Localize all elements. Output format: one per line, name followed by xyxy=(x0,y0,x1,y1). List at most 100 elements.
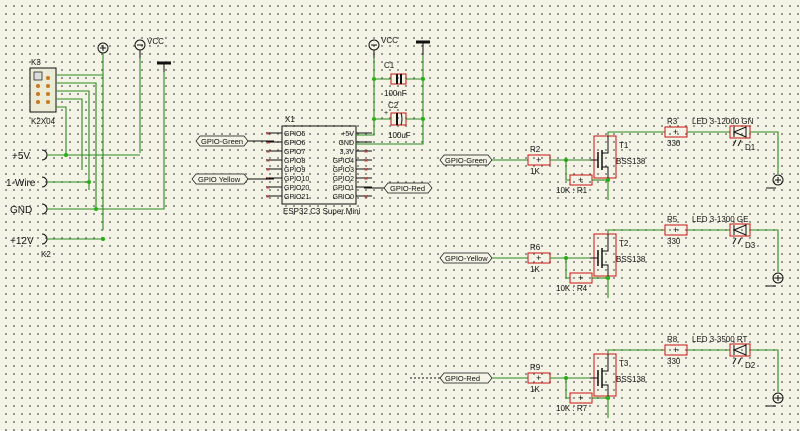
mcu-pin-right-5[interactable]: ×GPIO2 xyxy=(333,176,372,183)
diode-ref: D1 xyxy=(745,143,756,152)
k3-wiring xyxy=(56,74,104,230)
ground-symbol-1 xyxy=(97,42,109,75)
mcu-pin-left-gpio21[interactable]: ×GPIO21 xyxy=(266,194,309,201)
mcu-pin-right-7[interactable]: × GPIO0 xyxy=(333,194,372,201)
mcu-pin-left-gpio20[interactable]: ×GPIO20 xyxy=(266,185,309,192)
mcu-pin-label: GPIO9 xyxy=(284,167,306,174)
mcu-pin-label: GPIO1 xyxy=(333,185,355,192)
mcu-x1[interactable]: X1 ESP32 C3 Super.Mini ×GPIO5×GPIO6×GPIO… xyxy=(266,115,372,216)
supply-wiring xyxy=(356,55,425,145)
svg-text:C2: C2 xyxy=(388,101,399,110)
mcu-pin-right-2[interactable]: ×3,3V xyxy=(340,149,372,156)
led-diode[interactable]: D2 xyxy=(729,343,756,370)
k2-pin-5v: +5V xyxy=(12,151,30,162)
mcu-pin-left-gpio7[interactable]: ×GPIO7 xyxy=(266,149,306,156)
svg-text:×: × xyxy=(266,131,270,138)
led-label: LED 3-12000 GN xyxy=(692,117,754,126)
led-label: LED 3-1300 GE xyxy=(692,215,748,224)
resistor-pulldown-label: 10K : R1 xyxy=(556,186,588,195)
channel-netlabel[interactable]: GPIO-Green xyxy=(439,154,493,166)
svg-text:100nF: 100nF xyxy=(384,89,407,98)
svg-text:GPIO-Green: GPIO-Green xyxy=(201,137,243,146)
mcu-pin-right-6[interactable]: GPIO1 xyxy=(333,185,372,192)
netlabel-gpio-green-in[interactable]: GPIO-Green xyxy=(195,135,274,147)
mcu-pin-left-gpio6[interactable]: × GPIO6 xyxy=(266,140,306,147)
k3-ref: K3 xyxy=(31,58,41,67)
svg-text:×: × xyxy=(266,194,270,201)
resistor-symbol: + xyxy=(578,393,583,403)
mcu-pin-label: GPIO10 xyxy=(284,176,309,183)
resistor-pulldown[interactable]: +10K : R7 xyxy=(556,392,593,413)
resistor-gate-value: 1K xyxy=(530,385,540,394)
mosfet-type: BSS138 xyxy=(616,375,646,384)
mcu-pin-label: GPIO8 xyxy=(284,158,306,165)
resistor-pulldown[interactable]: +10K : R4 xyxy=(556,272,593,293)
k2-pin-12v: +12V xyxy=(10,236,34,247)
k2-ref: K2 xyxy=(41,250,51,259)
mosfet-ref: T2 xyxy=(619,239,629,248)
mcu-pin-right-4[interactable]: ×GPIO3 xyxy=(333,167,372,174)
mcu-pin-right-1[interactable]: GND xyxy=(338,140,372,147)
svg-text:×: × xyxy=(266,167,270,174)
resistor-led-ref: R5 xyxy=(667,215,678,224)
mcu-pin-right-3[interactable]: ×GPIO4 xyxy=(333,158,372,165)
channel-netlabel[interactable]: GPIO-Yellow xyxy=(439,252,493,264)
mcu-pin-left-gpio9[interactable]: × GPIO9 xyxy=(266,167,306,174)
mosfet-type: BSS138 xyxy=(616,255,646,264)
svg-text:+: + xyxy=(384,110,388,117)
resistor-gate-ref: R2 xyxy=(530,145,541,154)
mcu-name: ESP32 C3 Super.Mini xyxy=(283,207,361,216)
capacitor-c2[interactable]: C2 + 100uF xyxy=(384,101,411,140)
mcu-pin-label: GND xyxy=(338,140,354,147)
mcu-pin-label: GPIO3 xyxy=(333,167,355,174)
resistor-pulldown-label: 10K : R4 xyxy=(556,284,588,293)
netlabel-gpio-red-out[interactable]: GPIO-Red xyxy=(364,182,433,194)
resistor-gate-ref: R6 xyxy=(530,243,541,252)
resistor-led-value: 330 xyxy=(667,237,681,246)
svg-text:×: × xyxy=(266,140,270,147)
mosfet-ref: T3 xyxy=(619,359,629,368)
k2-pin-gnd: GND xyxy=(10,205,32,216)
resistor-symbol: + xyxy=(578,175,583,185)
mcu-pin-label: GPIO6 xyxy=(284,140,306,147)
svg-text:×: × xyxy=(364,158,368,165)
mcu-pin-label: GPIO7 xyxy=(284,149,306,156)
led-label: LED 3-3500 RT xyxy=(692,335,748,344)
channel-netlabel[interactable]: GPIO-Red xyxy=(439,372,493,384)
netlabel-gpio-yellow-in[interactable]: GPIO Yellow xyxy=(191,173,274,185)
mcu-pin-right-0[interactable]: +5V xyxy=(341,131,372,138)
mcu-pin-label: 3,3V xyxy=(340,149,355,156)
k3-name: K2X04 xyxy=(31,117,56,126)
svg-text:×: × xyxy=(364,194,368,201)
mcu-pin-label: GPIO20 xyxy=(284,185,309,192)
mcu-pin-left-gpio8[interactable]: ×GPIO8 xyxy=(266,158,306,165)
vcc-label-1: VCC xyxy=(147,37,164,46)
ground-bar-1 xyxy=(157,61,171,72)
mcu-pin-label: GPIO0 xyxy=(333,194,355,201)
led-diode[interactable]: D1 xyxy=(729,125,756,152)
resistor-pulldown[interactable]: +10K : R1 xyxy=(556,174,593,195)
ground-symbol xyxy=(766,392,784,407)
channel-netlabel-text: GPIO-Green xyxy=(445,156,487,165)
mcu-pin-label: GPIO2 xyxy=(333,176,355,183)
resistor-symbol: + xyxy=(578,273,583,283)
connector-k2[interactable]: +5V 1-Wire GND +12V K2 xyxy=(6,72,165,259)
mcu-pin-left-gpio5[interactable]: ×GPIO5 xyxy=(266,131,306,138)
k2-pin-1wire: 1-Wire xyxy=(6,178,36,189)
connector-k3[interactable]: K3 K2X04 xyxy=(29,58,57,126)
led-diode[interactable]: D3 xyxy=(729,223,756,250)
